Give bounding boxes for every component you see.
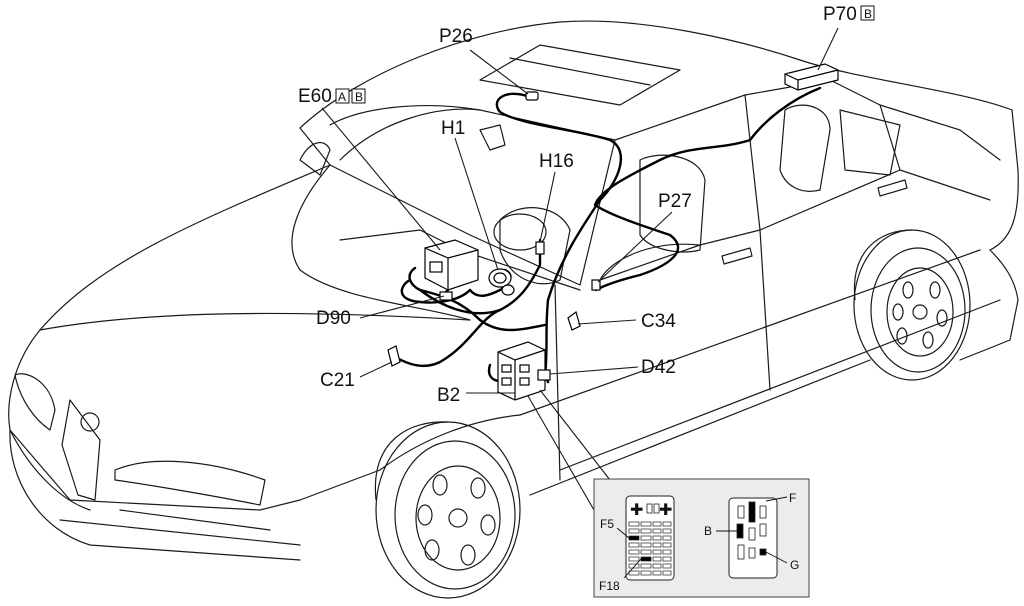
label-b2: B2	[437, 385, 460, 406]
inset-label-f5: F5	[600, 517, 614, 531]
tag-box-e60-b	[351, 88, 366, 104]
component-labels: P70 B P26 E60 A B H1 H16 P27 D90 C34 C21…	[298, 4, 875, 406]
front-wheel	[374, 421, 521, 599]
logo-badge	[80, 412, 100, 432]
label-p26: P26	[439, 26, 473, 47]
label-p70-tag: B	[864, 7, 872, 21]
tag-box-e60-a	[335, 88, 350, 104]
fuse-grid	[628, 521, 672, 576]
h16-component	[535, 241, 545, 255]
inset-label-g: G	[790, 558, 799, 572]
tag-box-p70	[860, 5, 875, 21]
wiring-harness	[390, 86, 822, 384]
left-fuse-block: ✚ ✚	[616, 495, 675, 581]
label-d90: D90	[316, 308, 351, 329]
label-e60-tag-b: B	[355, 90, 363, 104]
label-c34: C34	[641, 311, 676, 332]
d42-connector	[537, 369, 551, 381]
inset-label-f18: F18	[599, 579, 620, 593]
label-h16: H16	[539, 151, 574, 172]
p70-module	[784, 63, 839, 91]
label-p70: P70	[823, 4, 857, 25]
p26-component	[525, 91, 539, 101]
inset-label-f: F	[789, 491, 796, 505]
leader-lines	[321, 27, 839, 511]
relay-plus-left-icon: ✚	[630, 502, 643, 519]
label-p27: P27	[658, 191, 692, 212]
p27-component	[591, 279, 601, 291]
c21-component	[387, 345, 401, 367]
relay-plus-right-icon: ✚	[659, 502, 672, 519]
car-body	[8, 20, 1019, 561]
h1-horn	[488, 268, 515, 296]
inset-label-b: B	[704, 524, 712, 538]
label-d42: D42	[641, 357, 676, 378]
rear-wheel	[853, 229, 971, 381]
right-relay-block	[716, 496, 788, 579]
label-e60-tag-a: A	[338, 90, 346, 104]
label-c21: C21	[320, 370, 355, 391]
label-h1: H1	[441, 118, 465, 139]
d90-connector	[439, 291, 453, 301]
label-e60: E60	[298, 86, 332, 107]
fusebox-inset: ✚ ✚ F5 F18	[593, 478, 810, 598]
e60-module	[424, 239, 479, 291]
c34-component	[567, 310, 581, 331]
